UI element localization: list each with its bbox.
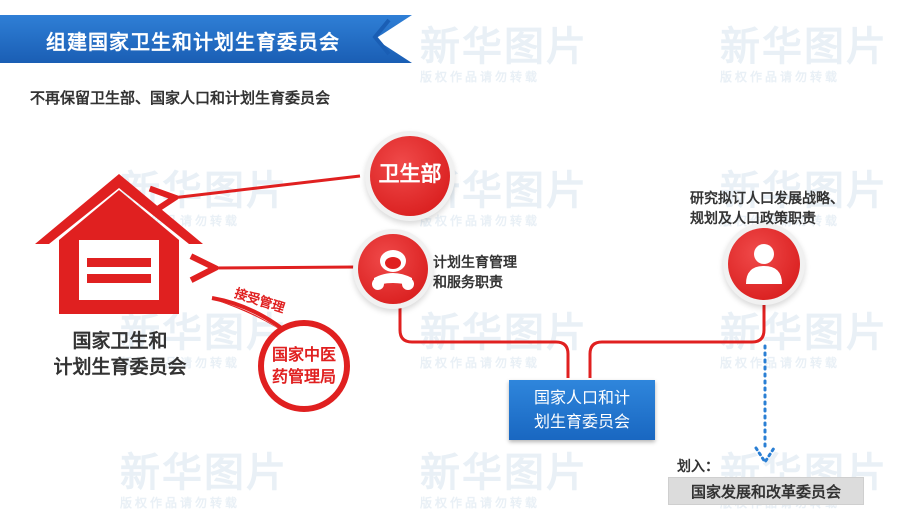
commission-box-line2: 划生育委员会 xyxy=(533,412,630,431)
commission-box xyxy=(509,380,655,440)
population-research-text: 研究拟订人口发展战略、 规划及人口政策职责 xyxy=(690,189,844,229)
arrow-planning-to-house xyxy=(212,267,357,268)
bracket-right xyxy=(588,300,766,378)
tcm-label-line2: 药管理局 xyxy=(271,367,336,386)
ndrc-box xyxy=(668,477,864,505)
dotted-arrow-head xyxy=(754,446,776,465)
baby-icon xyxy=(372,250,414,290)
family-planning-line1: 计划生育管理 xyxy=(433,255,517,271)
tcm-label-line1: 国家中医 xyxy=(271,345,336,364)
population-research-line2: 规划及人口政策职责 xyxy=(690,211,816,227)
tcm-circle xyxy=(258,320,350,412)
transfer-label: 划入： xyxy=(677,459,719,475)
person-icon xyxy=(746,244,782,284)
ministry-of-health-label: 卫生部 xyxy=(378,162,442,186)
family-planning-text: 计划生育管理 和服务职责 xyxy=(433,253,517,293)
chevron-left-icon xyxy=(372,18,391,56)
commission-box-label: 国家人口和计 划生育委员会 xyxy=(509,386,655,434)
house-label-line1: 国家卫生和 xyxy=(72,330,168,352)
house-icon xyxy=(35,174,203,314)
commission-box-line1: 国家人口和计 xyxy=(533,388,630,407)
arrow-health-to-house xyxy=(172,174,361,198)
house-label: 国家卫生和 计划生育委员会 xyxy=(30,328,210,380)
ndrc-label: 国家发展和改革委员会 xyxy=(690,483,841,501)
tcm-label: 国家中医 药管理局 xyxy=(263,344,345,388)
page-title: 组建国家卫生和计划生育委员会 xyxy=(46,30,340,54)
house-label-line2: 计划生育委员会 xyxy=(53,356,187,378)
bracket-left xyxy=(398,300,570,378)
title-banner xyxy=(0,15,412,63)
population-research-line1: 研究拟订人口发展战略、 xyxy=(690,191,844,207)
subtitle: 不再保留卫生部、国家人口和计划生育委员会 xyxy=(30,89,331,107)
family-planning-line2: 和服务职责 xyxy=(433,275,503,291)
ministry-of-health-circle xyxy=(370,136,450,216)
